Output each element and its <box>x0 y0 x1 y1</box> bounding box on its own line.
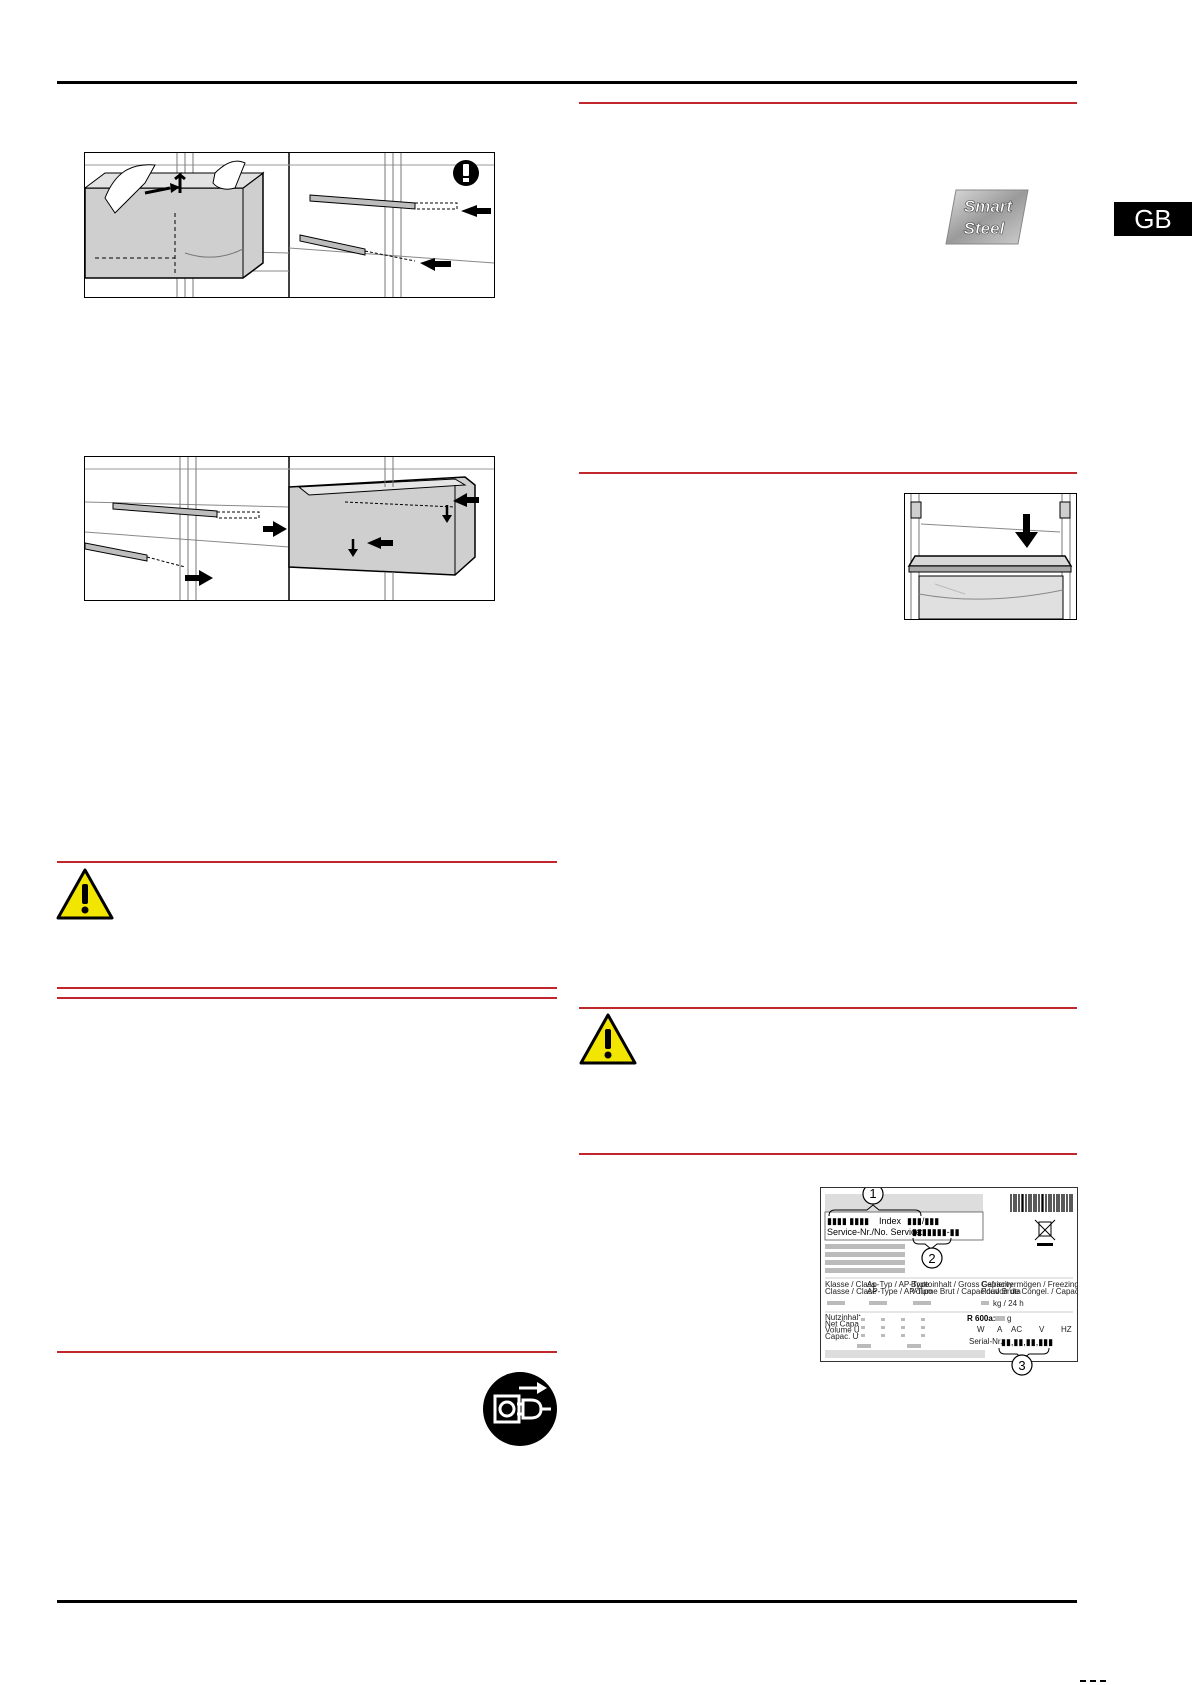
serial-label: Serial-Nr. <box>969 1337 1002 1346</box>
kg-label: kg / 24 h <box>993 1299 1024 1308</box>
exclamation-icon <box>453 160 479 186</box>
g-label: g <box>1007 1314 1011 1323</box>
unit-ac: AC <box>1011 1325 1022 1334</box>
red-rule-right-3 <box>579 1007 1077 1009</box>
bottom-rule <box>57 1600 1077 1603</box>
freezing-label: Gefriervermögen / Freezing CapacityPouvo… <box>981 1280 1077 1296</box>
callout-2: 2 <box>921 1247 943 1269</box>
smart-steel-line2: Steel <box>964 219 1006 238</box>
red-rule-right-1 <box>579 102 1077 104</box>
svg-text:1: 1 <box>869 1188 876 1201</box>
red-rule-left-2 <box>57 987 557 989</box>
callout-3: 3 <box>1011 1354 1033 1376</box>
red-rule-left-4 <box>57 1351 557 1353</box>
red-rule-right-4 <box>579 1153 1077 1155</box>
index-label: Index <box>879 1216 902 1226</box>
svg-text:3: 3 <box>1018 1358 1025 1373</box>
smart-steel-logo: Smart Steel <box>945 189 1029 245</box>
barcode-icon <box>1010 1194 1073 1212</box>
language-tab: GB <box>1114 202 1192 236</box>
warning-triangle-icon <box>579 1013 637 1065</box>
red-rule-left-1 <box>57 861 557 863</box>
unit-v: V <box>1039 1325 1045 1334</box>
red-rule-right-2 <box>579 472 1077 474</box>
callout-1: 1 <box>862 1183 884 1205</box>
weee-bin-icon <box>1034 1219 1056 1246</box>
page-edge-marks <box>1080 1680 1106 1682</box>
r600-label: R 600a: <box>967 1314 995 1323</box>
svg-text:▮▮▮/▮▮▮: ▮▮▮/▮▮▮ <box>907 1216 939 1226</box>
top-rule <box>57 81 1077 84</box>
rating-label-figure: 1 ▮▮▮▮ ▮▮▮▮ Index ▮▮▮/▮▮▮ Service-Nr./No… <box>820 1183 1126 1362</box>
unplug-icon <box>483 1372 557 1446</box>
unit-a: A <box>997 1325 1003 1334</box>
unit-w: W <box>977 1325 985 1334</box>
svg-text:▮▮▮▮ ▮▮▮▮: ▮▮▮▮ ▮▮▮▮ <box>827 1216 869 1226</box>
service-label: Service-Nr./No. Service: <box>827 1227 923 1237</box>
drawer-insertion-figure <box>84 456 495 601</box>
warning-triangle-icon <box>56 868 114 920</box>
svg-text:2: 2 <box>928 1251 935 1266</box>
drawer-removal-figure <box>84 152 495 298</box>
svg-text:▮▮▮▮▮▮▮-▮▮: ▮▮▮▮▮▮▮-▮▮ <box>912 1227 960 1237</box>
smart-steel-line1: Smart <box>964 197 1014 216</box>
shelf-insertion-figure <box>904 493 1077 620</box>
red-rule-left-3 <box>57 997 557 999</box>
svg-text:▮▮,▮▮,▮▮,▮▮▮: ▮▮,▮▮,▮▮,▮▮▮ <box>1001 1337 1053 1347</box>
unit-hz: HZ <box>1061 1325 1072 1334</box>
